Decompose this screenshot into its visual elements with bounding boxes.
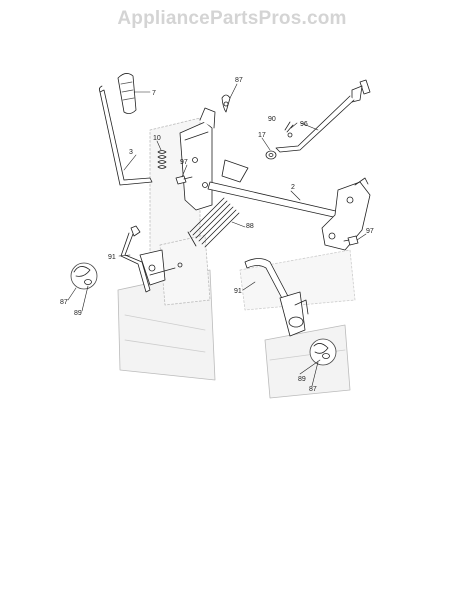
callout-91-left: 91 — [108, 254, 116, 261]
callout-87-left: 87 — [60, 299, 68, 306]
callout-91-right: 91 — [234, 288, 242, 295]
bolt-97-top — [175, 175, 193, 185]
pin-90-part — [284, 121, 294, 138]
lift-handle-rod-part — [98, 85, 153, 186]
bolt-97-right — [343, 235, 359, 246]
hairpin-87-top — [221, 94, 231, 113]
washer-17-part — [265, 150, 277, 160]
callout-89-right: 89 — [298, 376, 306, 383]
callout-96: 96 — [300, 121, 308, 128]
grip-sleeve-part — [117, 73, 137, 114]
clip-group-right — [309, 338, 337, 366]
rod-96-part — [275, 79, 371, 153]
site-watermark: AppliancePartsPros.com — [117, 8, 347, 29]
callout-2: 2 — [291, 184, 295, 191]
mount-bracket-part — [179, 107, 216, 211]
link-arm-91-right — [244, 258, 309, 337]
callout-88: 88 — [246, 223, 254, 230]
callout-17: 17 — [258, 132, 266, 139]
extension-spring-88 — [187, 197, 240, 248]
lift-shaft-part — [207, 159, 341, 219]
callout-90: 90 — [268, 116, 276, 123]
spring-10-part — [157, 150, 167, 169]
callout-leaders — [67, 83, 367, 387]
callout-3: 3 — [129, 149, 133, 156]
shaft-lever-plate — [321, 177, 371, 251]
link-arm-91-left — [120, 225, 183, 293]
callout-87-top: 87 — [235, 77, 243, 84]
callout-10: 10 — [153, 135, 161, 142]
callout-7: 7 — [152, 90, 156, 97]
callout-97-top: 97 — [180, 159, 188, 166]
clip-group-left — [70, 262, 98, 290]
callout-89-left: 89 — [74, 310, 82, 317]
callout-87-right: 87 — [309, 386, 317, 393]
callout-97-right: 97 — [366, 228, 374, 235]
callout-labels: 7 87 90 96 17 10 3 97 2 88 97 91 87 89 9… — [60, 77, 374, 393]
